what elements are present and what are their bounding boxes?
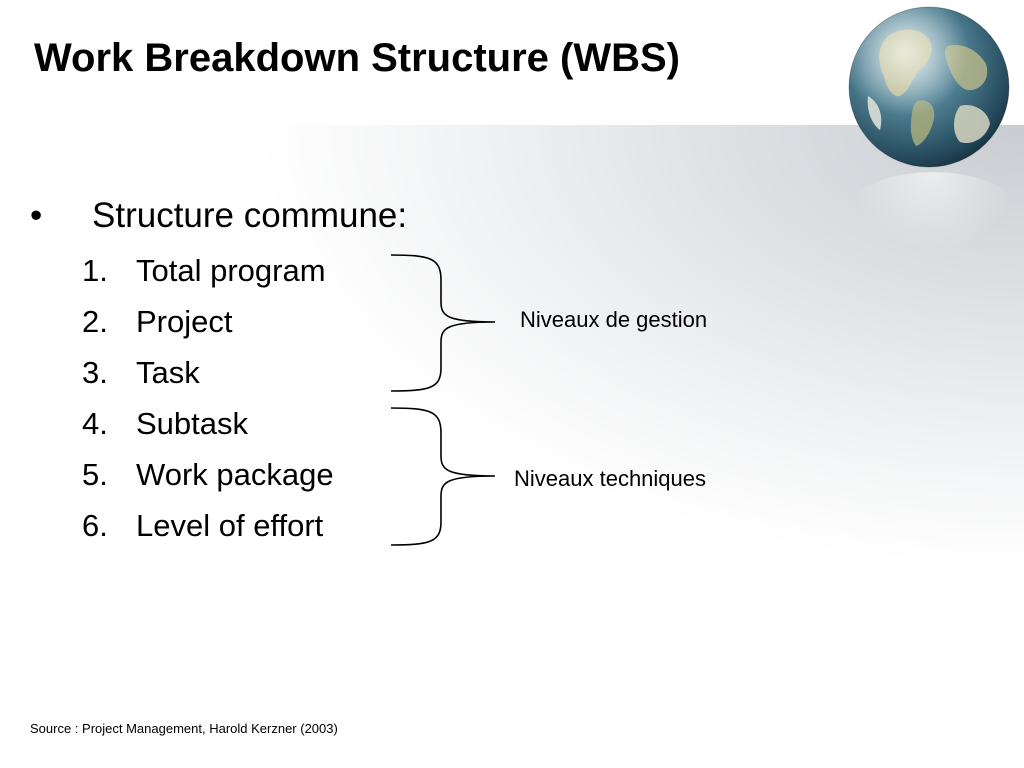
- source-citation: Source : Project Management, Harold Kerz…: [30, 721, 338, 736]
- bullet-marker: •: [30, 196, 43, 235]
- list-item: 3. Task: [82, 354, 334, 405]
- brace-management: [390, 254, 496, 392]
- item-label: Total program: [136, 253, 326, 288]
- main-bullet: • Structure commune:: [30, 196, 407, 236]
- bullet-text: Structure commune:: [92, 196, 408, 235]
- globe-reflection: [848, 172, 1018, 252]
- list-item: 4. Subtask: [82, 405, 334, 456]
- item-number: 4.: [82, 406, 108, 441]
- item-label: Work package: [136, 457, 334, 492]
- item-number: 6.: [82, 508, 108, 543]
- item-label: Task: [136, 355, 200, 390]
- item-label: Level of effort: [136, 508, 324, 543]
- list-item: 1. Total program: [82, 252, 334, 303]
- item-number: 2.: [82, 304, 108, 339]
- globe-icon: [848, 6, 1010, 168]
- item-number: 1.: [82, 253, 108, 288]
- item-number: 3.: [82, 355, 108, 390]
- list-item: 5. Work package: [82, 456, 334, 507]
- brace-technical: [390, 407, 496, 546]
- technical-levels-label: Niveaux techniques: [514, 466, 707, 491]
- background-gradient: [0, 125, 1024, 768]
- item-label: Subtask: [136, 406, 249, 441]
- list-item: 2. Project: [82, 303, 334, 354]
- group-braces: [390, 254, 496, 546]
- list-item: 6. Level of effort: [82, 507, 334, 558]
- slide-title: Work Breakdown Structure (WBS): [34, 36, 680, 80]
- item-number: 5.: [82, 457, 108, 492]
- structure-levels-list: 1. Total program 2. Project 3. Task 4. Subta…: [82, 252, 334, 558]
- management-levels-label: Niveaux de gestion: [520, 307, 708, 332]
- item-label: Project: [136, 304, 233, 339]
